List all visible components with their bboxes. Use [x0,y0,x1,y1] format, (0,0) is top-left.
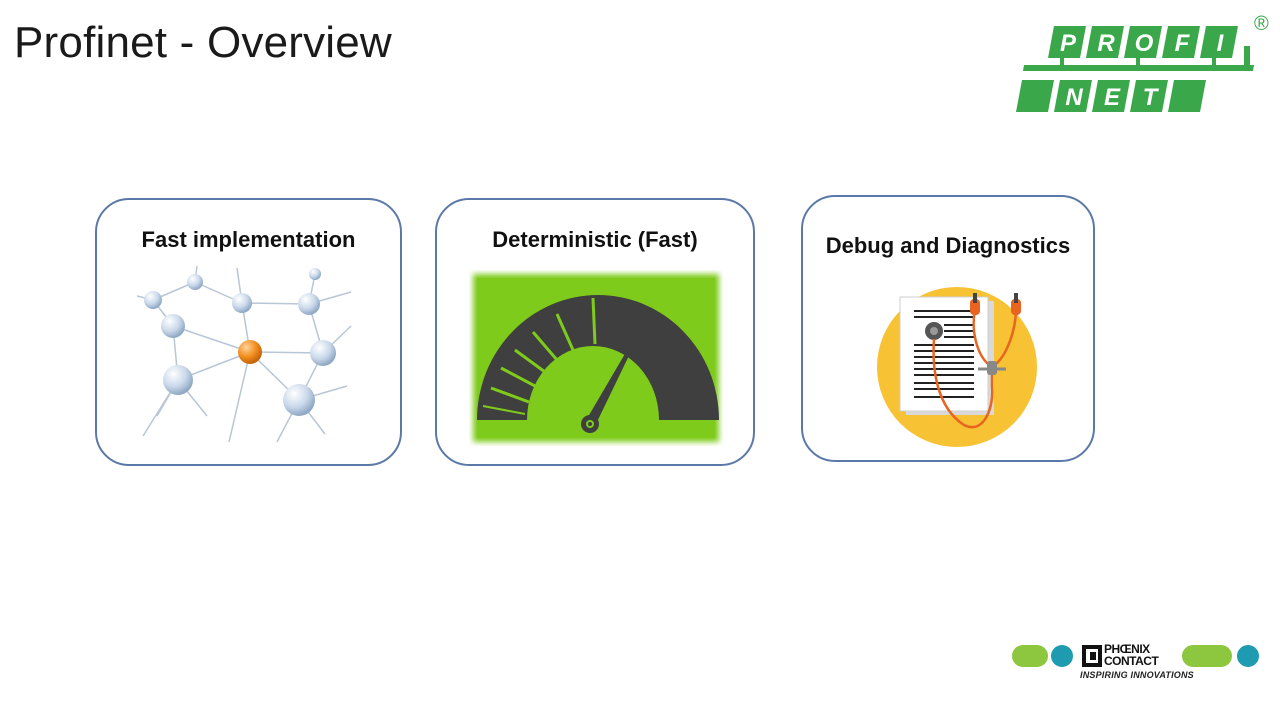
profinet-letter: F [1175,30,1191,57]
profinet-letter: T [1143,84,1160,111]
profinet-logo: P R O F I N E T ® [1016,13,1269,112]
profinet-letter: N [1065,84,1083,111]
card-title: Deterministic (Fast) [492,227,698,252]
slide-title: Profinet - Overview [14,18,392,67]
stethoscope-document-icon [877,287,1037,447]
profinet-letter: I [1217,30,1225,57]
feature-card-deterministic: Deterministic (Fast) [435,198,755,466]
phoenix-contact-name: PHŒNIX CONTACT [1104,642,1159,668]
speedometer-icon [473,274,719,442]
profinet-letter: P [1060,30,1077,57]
network-nodes-icon [137,266,352,443]
card-title: Debug and Diagnostics [825,233,1071,258]
profinet-letter: O [1135,30,1154,57]
profinet-letter: E [1104,84,1121,111]
feature-card-fast-implementation: Fast implementation [95,198,402,466]
phoenix-contact-logo [1012,645,1259,667]
phoenix-name-line2: CONTACT [1104,654,1159,668]
feature-card-debug-diagnostics: Debug and Diagnostics [801,195,1095,462]
card-title: Fast implementation [141,227,356,252]
phoenix-name-line1: PHŒNIX [1104,642,1150,656]
phoenix-contact-tagline: INSPIRING INNOVATIONS [1080,670,1194,680]
profinet-letter: R [1097,30,1115,57]
registered-mark: ® [1254,13,1269,35]
